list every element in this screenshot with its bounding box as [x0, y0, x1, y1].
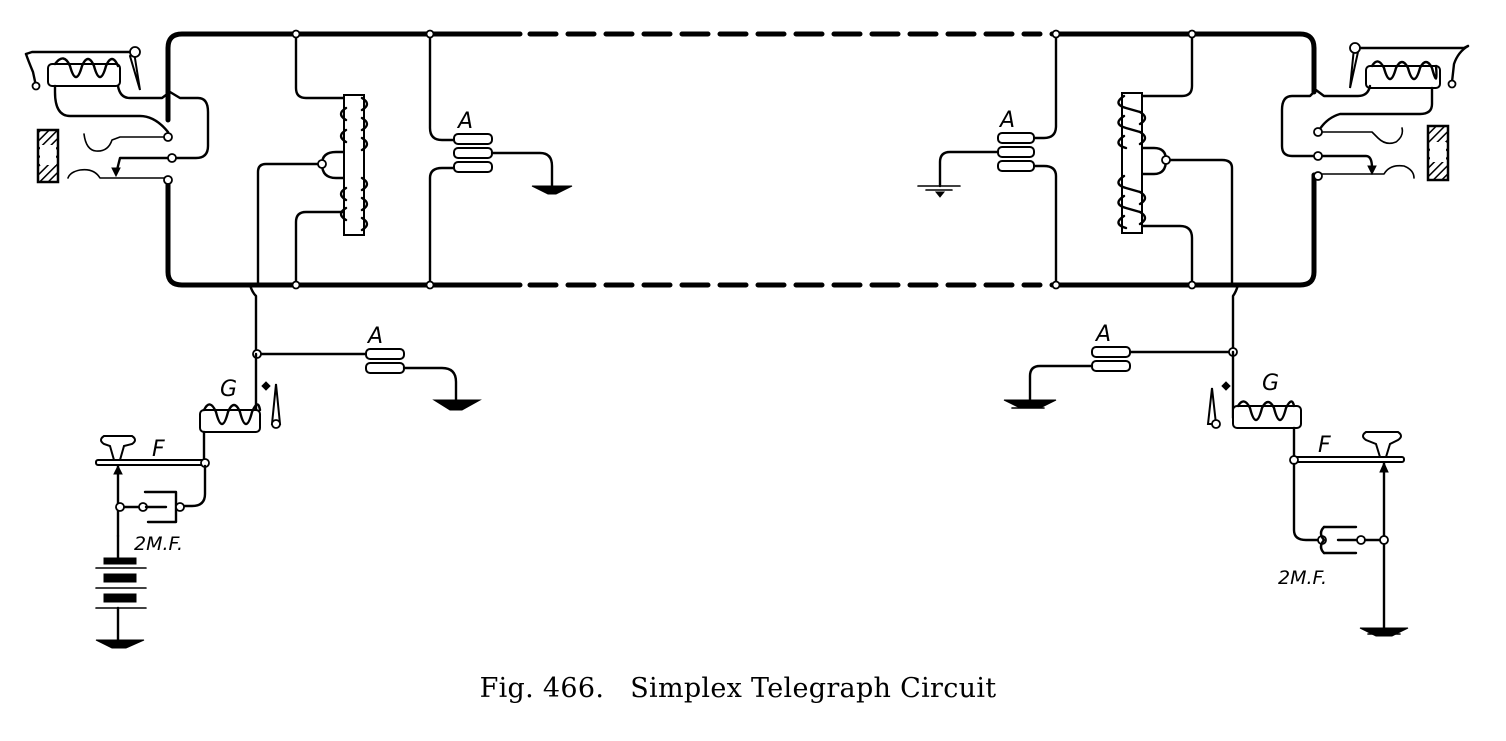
- label-galvanometer-right: G: [1262, 371, 1279, 396]
- right-sounder: [1280, 42, 1470, 158]
- right-condenser-a: A: [917, 29, 1061, 290]
- left-battery: [95, 534, 147, 649]
- right-ground: [1359, 627, 1409, 637]
- right-key: F: [1289, 431, 1405, 630]
- label-condenser-a-bottom-right: A: [1094, 322, 1111, 347]
- right-condenser-2mf: 2M.F.: [1278, 462, 1389, 589]
- main-line-top: [165, 31, 1317, 123]
- left-sounder: [24, 46, 210, 160]
- left-branch: A: [248, 283, 482, 411]
- label-key-right: F: [1318, 433, 1331, 458]
- label-condenser-a: A: [456, 109, 473, 134]
- figure-caption: Fig. 466. Simplex Telegraph Circuit: [0, 673, 1476, 704]
- left-differential-relay: [256, 29, 369, 290]
- right-galvanometer: G: [1206, 350, 1302, 462]
- figure-title: Simplex Telegraph Circuit: [630, 673, 997, 704]
- label-key: F: [152, 437, 165, 462]
- label-2mf-right: 2M.F.: [1278, 567, 1327, 589]
- figure-number: Fig. 466.: [479, 673, 605, 704]
- label-galvanometer: G: [220, 377, 237, 402]
- left-condenser-2mf: 2M.F.: [115, 464, 207, 555]
- left-condenser-a: A: [425, 29, 573, 290]
- right-differential-relay: [1117, 29, 1234, 290]
- right-branch: A: [1003, 283, 1240, 409]
- left-relay-contacts: [36, 128, 177, 185]
- left-galvanometer: G: [199, 352, 282, 464]
- right-relay-contacts: [1313, 124, 1450, 182]
- label-condenser-a-bottom-left: A: [366, 324, 383, 349]
- main-line-bottom: [165, 172, 1317, 288]
- label-2mf-left: 2M.F.: [134, 533, 183, 555]
- label-condenser-a-right: A: [998, 108, 1015, 133]
